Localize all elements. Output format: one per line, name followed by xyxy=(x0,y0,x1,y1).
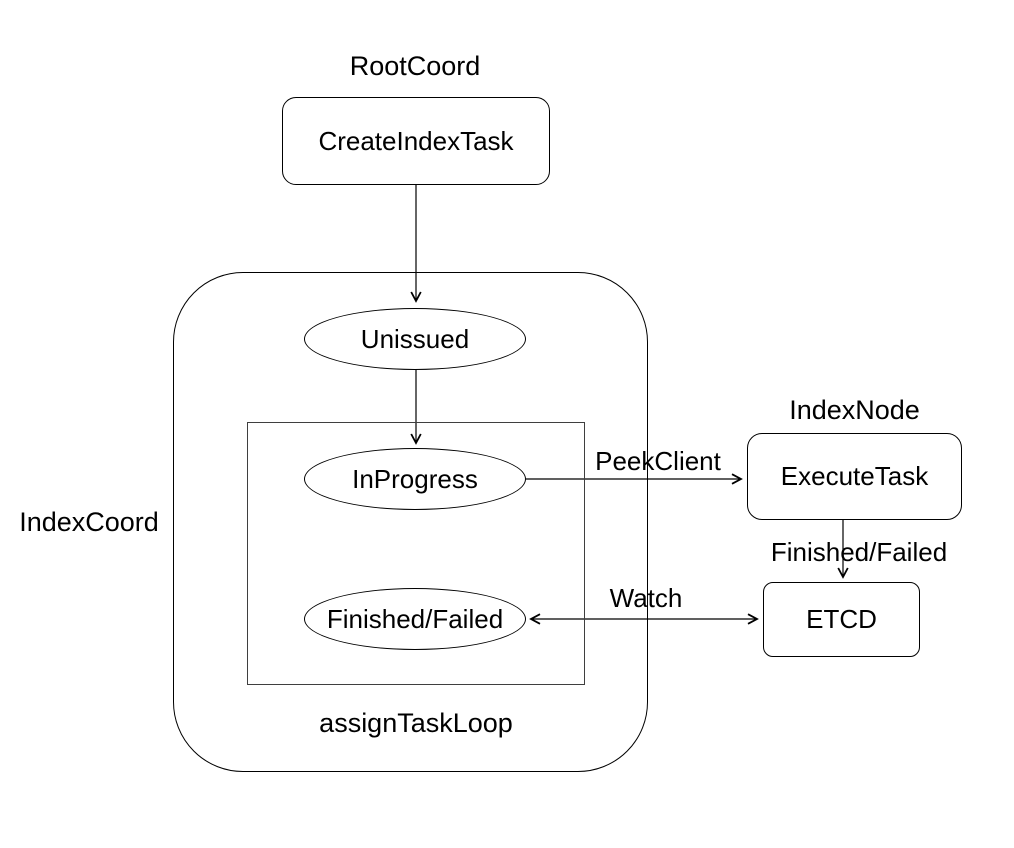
indexcoord-label: IndexCoord xyxy=(19,507,159,537)
unissued-state-node: Unissued xyxy=(304,308,526,370)
assign-task-loop-container xyxy=(247,422,585,685)
peekclient-edge-label: PeekClient xyxy=(595,446,721,476)
execute-task-node: ExecuteTask xyxy=(747,433,962,520)
in-progress-state-node: InProgress xyxy=(304,448,526,510)
rootcoord-label: RootCoord xyxy=(349,51,481,81)
watch-edge-label: Watch xyxy=(609,583,683,613)
create-index-task-node: CreateIndexTask xyxy=(282,97,550,185)
indexnode-label: IndexNode xyxy=(789,395,920,425)
assign-task-loop-label: assignTaskLoop xyxy=(319,708,513,738)
finished-failed-edge-label: Finished/Failed xyxy=(770,537,948,567)
finished-failed-state-node: Finished/Failed xyxy=(304,588,526,650)
etcd-node: ETCD xyxy=(763,582,920,657)
indexcoord-container xyxy=(173,272,648,772)
